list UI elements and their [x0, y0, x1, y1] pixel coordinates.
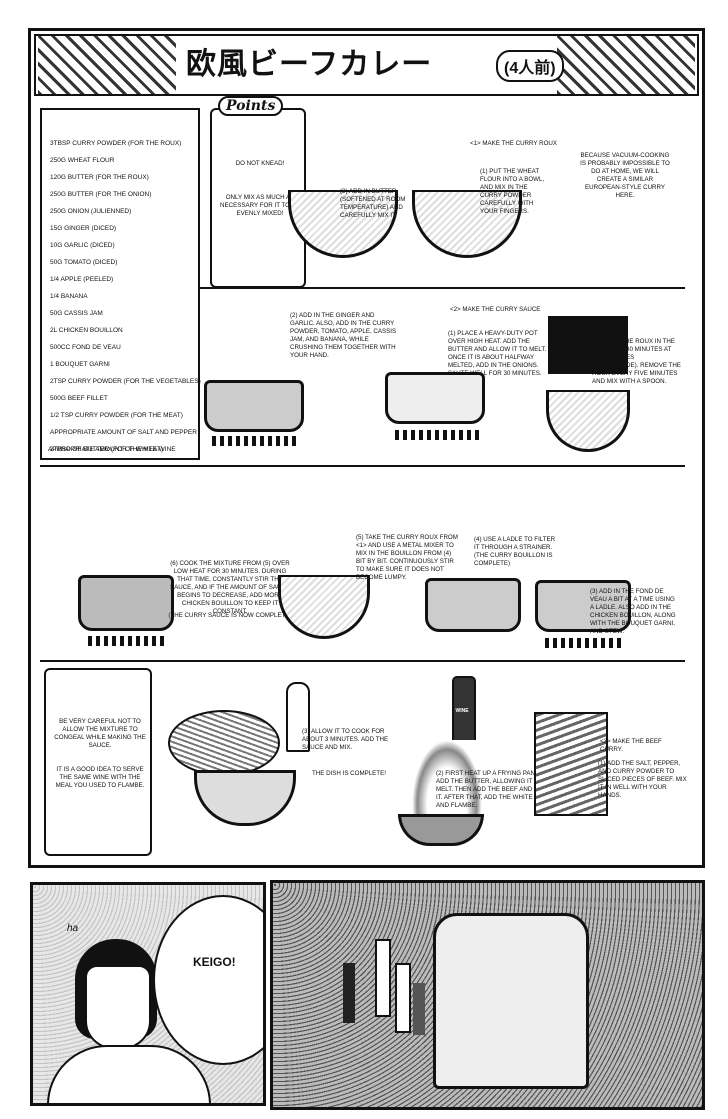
step-beef-2: (2) FIRST HEAT UP A FRYING PAN AND ADD T… [436, 770, 553, 809]
tip-congeal: BE VERY CAREFUL NOT TO ALLOW THE MIXTURE… [54, 718, 146, 749]
burner-illustration [88, 636, 166, 646]
street-scene-panel [270, 880, 705, 1110]
ingredient-item: 500G BEEF FILLET [50, 395, 108, 402]
roux-heading: <1> MAKE THE CURRY ROUX [470, 140, 557, 147]
pot-illustration [425, 578, 521, 632]
person-figure [413, 983, 425, 1035]
servings-badge: (4人前) [496, 50, 564, 82]
tip-wine: IT IS A GOOD IDEA TO SERVE THE SAME WINE… [55, 766, 145, 789]
ingredient-item: APPROPRIATE AMOUNT OF SALT AND PEPPER [50, 429, 197, 436]
title-banner: 欧風ビーフカレー (4人前) [34, 34, 699, 96]
step-roux-1: (1) PUT THE WHEAT FLOUR INTO A BOWL, AND… [480, 168, 545, 215]
ingredient-item: 15G GINGER (DICED) [50, 225, 117, 232]
flambe-flames-illustration [412, 740, 482, 820]
tip-no-knead: DO NOT KNEAD! [235, 160, 285, 167]
right-pattern [557, 36, 695, 94]
recipe-title: 欧風ビーフカレー [186, 47, 433, 82]
ingredient-item: 250G WHEAT FLOUR [50, 157, 115, 164]
character-face [85, 965, 151, 1049]
ingredient-item: 1/4 BANANA [50, 293, 88, 300]
ingredient-item: 3TBSP CURRY POWDER (FOR THE ROUX) [50, 140, 182, 147]
step-sauce-5: (5) TAKE THE CURRY ROUX FROM <1> AND USE… [356, 534, 458, 581]
ingredient-item: 2TBSP OF BUTTER (FOR THE MEAT) [50, 446, 164, 453]
ingredient-item: 50G TOMATO (DICED) [50, 259, 118, 266]
ingredient-item: 50G CASSIS JAM [50, 310, 103, 317]
ingredient-item: 250G BUTTER (FOR THE ONION) [50, 191, 152, 198]
ingredient-item: 1/2 TSP CURRY POWDER (FOR THE MEAT) [50, 412, 183, 419]
ingredient-item: 250G ONION (JULIENNED) [50, 208, 132, 215]
chef-panel: KEIGO! ha [30, 882, 266, 1106]
divider [40, 465, 685, 467]
rice-plate-illustration [168, 710, 280, 776]
pot-illustration [204, 380, 304, 432]
divider [200, 287, 685, 289]
ingredient-item: 1 BOUQUET GARNI [50, 361, 110, 368]
sauce-heading: <2> MAKE THE CURRY SAUCE [450, 306, 541, 313]
oven-illustration [548, 316, 628, 374]
step-sauce-4: (4) USE A LADLE TO FILTER IT THROUGH A S… [474, 536, 556, 567]
ingredient-item: 2L CHICKEN BOUILLON [50, 327, 123, 334]
person-figure [343, 963, 355, 1023]
ingredient-item: 120G BUTTER (FOR THE ROUX) [50, 174, 149, 181]
left-pattern [38, 36, 176, 94]
divider [40, 660, 685, 662]
burner-illustration [395, 430, 479, 440]
ingredient-item: 1/4 APPLE (PEELED) [50, 276, 114, 283]
van-illustration [433, 913, 589, 1089]
wine-glass-illustration [286, 682, 310, 752]
sauce-complete-note: (THE CURRY SAUCE IS NOW COMPLETE) [168, 612, 292, 619]
step-beef-3: (3) ALLOW IT TO COOK FOR ABOUT 3 MINUTES… [302, 728, 389, 751]
speech-bubble [153, 895, 263, 1065]
step-sauce-3: (3) COOK THE ROUX IN THE OVEN FOR 30 MIN… [592, 338, 681, 385]
step-sauce-6: (6) COOK THE MIXTURE FROM (5) OVER LOW H… [169, 560, 291, 615]
burner-illustration [212, 436, 296, 446]
wine-bottle-illustration: WINE [452, 676, 476, 744]
points-panel: Points DO NOT KNEAD! ONLY MIX AS MUCH AS… [210, 96, 306, 288]
ingredients-panel: 3TBSP CURRY POWDER (FOR THE ROUX) 250G W… [40, 108, 201, 460]
burner-illustration [545, 638, 623, 648]
pot-illustration [535, 580, 631, 632]
vacuum-note: BECAUSE VACUUM-COOKING IS PROBABLY IMPOS… [580, 152, 670, 199]
tip-mix: ONLY MIX AS MUCH AS NECESSARY FOR IT TO … [220, 194, 300, 217]
ingredient-item-last: APPROPRIATE AMOUNT OF WHITE WINE [48, 446, 176, 453]
step-roux-2: (2) ADD IN BUTTER (SOFTENED AT ROOM TEMP… [340, 188, 406, 219]
person-figure [395, 963, 411, 1033]
sfx-text: ha [67, 923, 79, 934]
step-sauce-2: (2) ADD IN THE GINGER AND GARLIC. ALSO, … [290, 312, 397, 359]
step-beef-1: (1) ADD THE SALT, PEPPER, AND CURRY POWD… [598, 760, 687, 799]
person-figure [375, 939, 391, 1017]
ingredient-item: 10G GARLIC (DICED) [50, 242, 115, 249]
step-sauce-1: (1) PLACE A HEAVY-DUTY POT OVER HIGH HEA… [448, 330, 547, 377]
beef-tray-illustration [534, 712, 608, 816]
ingredient-item: 500CC FOND DE VEAU [50, 344, 121, 351]
dish-complete: THE DISH IS COMPLETE! [312, 770, 386, 777]
ingredient-item: 2TSP CURRY POWDER (FOR THE VEGETABLES) [50, 378, 201, 385]
points-label: Points [218, 96, 284, 116]
speech-text: KEIGO! [193, 955, 236, 969]
beef-heading: <3> MAKE THE BEEF CURRY. [600, 738, 662, 753]
pot-illustration [385, 372, 485, 424]
pot-illustration [78, 575, 174, 631]
bottom-tips-panel: BE VERY CAREFUL NOT TO ALLOW THE MIXTURE… [44, 668, 152, 856]
wine-bottle-label: WINE [455, 708, 469, 714]
step-sauce-3b: (3) ADD IN THE FOND DE VEAU A BIT AT A T… [590, 588, 676, 635]
